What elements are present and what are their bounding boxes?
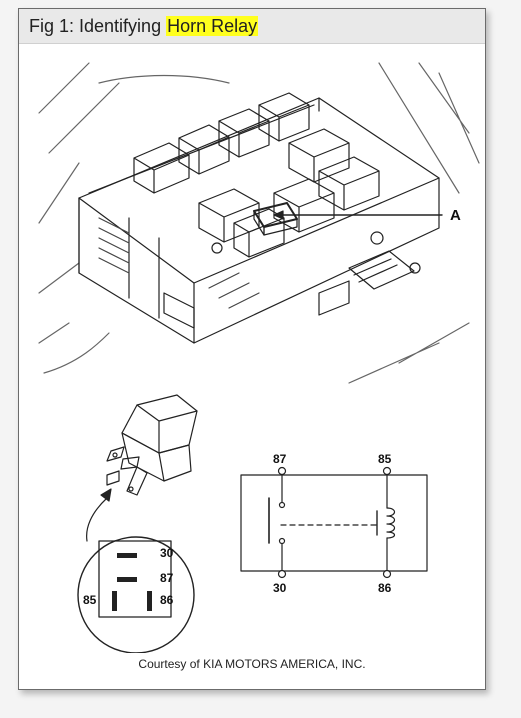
pin-label-86: 86: [160, 593, 174, 607]
pin-label-85: 85: [83, 593, 97, 607]
relay-schematic: [240, 466, 428, 579]
callout-label-a: A: [450, 207, 461, 224]
terminal-label-30: 30: [273, 581, 287, 595]
relay-3d-view: [86, 394, 198, 542]
relay-pin-view: [77, 536, 195, 653]
pin-85-blade: [112, 591, 117, 611]
pin-30-blade: [117, 553, 137, 558]
figure-caption: Courtesy of KIA MOTORS AMERICA, INC.: [138, 657, 366, 671]
horn-relay-location: [253, 202, 298, 236]
figure-illustration: A 30 87: [38, 62, 480, 653]
relay-blocks: [133, 92, 380, 258]
pin-label-30: 30: [160, 546, 174, 560]
terminal-label-86: 86: [378, 581, 392, 595]
terminal-label-87: 87: [273, 452, 287, 466]
figure-title-prefix: Fig 1: Identifying: [29, 16, 167, 36]
figure-title-highlight: Horn Relay: [166, 16, 259, 36]
pin-86-blade: [147, 591, 152, 611]
figure-frame: Fig 1: Identifying Horn Relay: [18, 8, 486, 690]
figure-header: Fig 1: Identifying Horn Relay: [19, 9, 485, 44]
pin-label-87: 87: [160, 571, 174, 585]
fuse-relay-box: [38, 62, 480, 384]
figure-title: Fig 1: Identifying Horn Relay: [29, 15, 259, 37]
terminal-label-85: 85: [378, 452, 392, 466]
pin-87-blade: [117, 577, 137, 582]
